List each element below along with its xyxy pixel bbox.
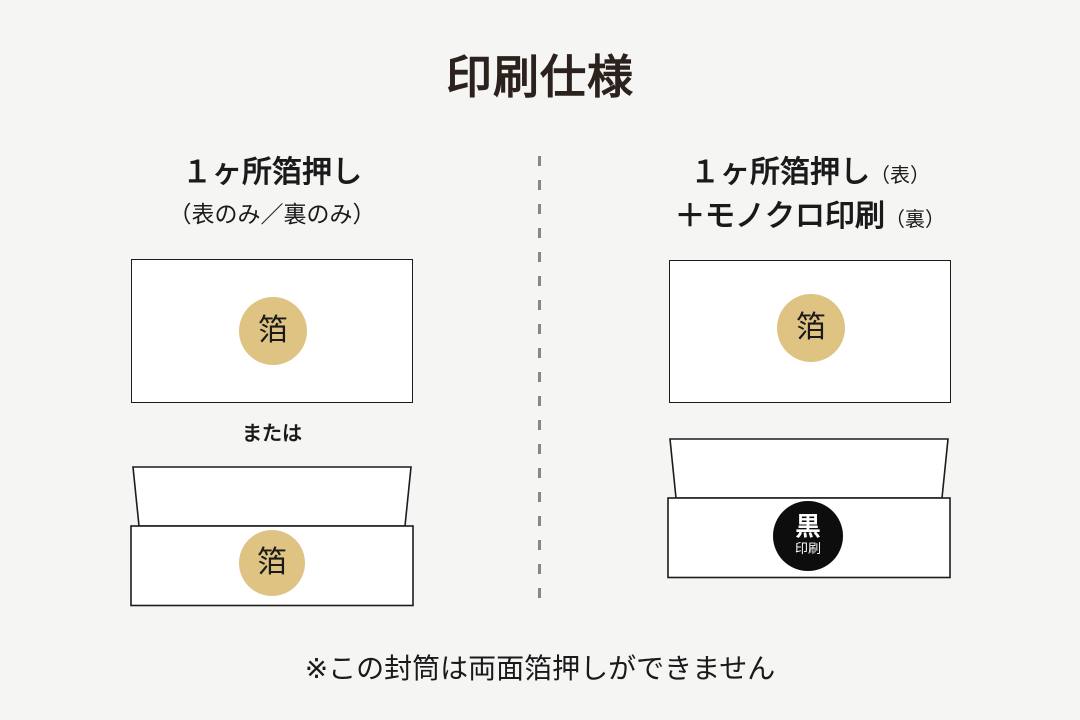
foil-stamp-circle: 箔	[239, 530, 305, 596]
footnote: ※この封筒は両面箔押しができません	[304, 653, 776, 684]
or-label: または	[242, 423, 302, 445]
black-print-stamp-circle: 黒 印刷	[773, 501, 843, 571]
right-heading1-main: １ヶ所箔押し	[690, 156, 870, 189]
right-heading1-suffix: （表）	[870, 165, 930, 187]
envelope-front-left: 箔	[131, 259, 413, 403]
right-heading2-suffix: （裏）	[885, 209, 945, 231]
left-column-subheading: （表のみ／裏のみ）	[168, 201, 376, 227]
left-column-heading: １ヶ所箔押し	[182, 156, 362, 189]
envelope-front-right: 箔	[669, 260, 951, 403]
black-print-stamp-line1: 黒	[795, 512, 821, 541]
black-print-stamp-line2: 印刷	[794, 540, 821, 556]
column-divider-dashed-line	[538, 156, 541, 610]
right-column-heading-line1: １ヶ所箔押し（表）	[669, 157, 951, 192]
envelope-back-left: 箔	[129, 465, 415, 607]
right-heading2-main: ＋モノクロ印刷	[675, 200, 885, 233]
page-title: 印刷仕様	[446, 51, 634, 103]
right-column-heading-line2: ＋モノクロ印刷（裏）	[669, 201, 951, 236]
foil-stamp-label: 箔	[796, 311, 826, 344]
foil-stamp-circle: 箔	[239, 297, 307, 365]
foil-stamp-label: 箔	[257, 546, 287, 579]
foil-stamp-circle: 箔	[777, 294, 845, 362]
envelope-back-right: 黒 印刷	[666, 437, 952, 579]
foil-stamp-label: 箔	[258, 314, 288, 347]
